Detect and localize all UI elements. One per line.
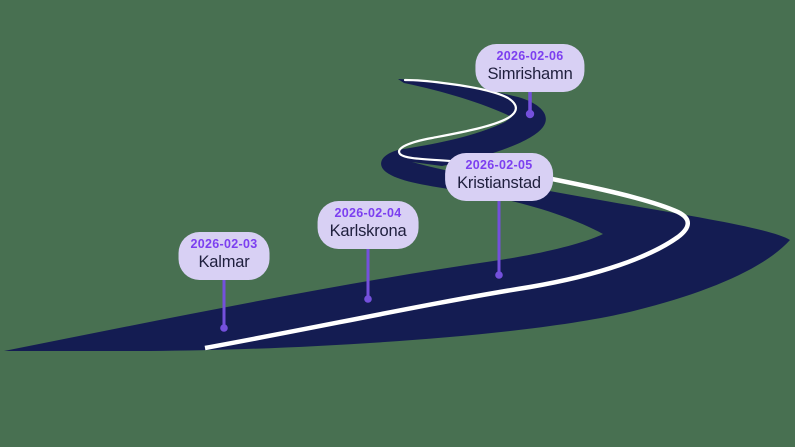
road-shape [4,79,790,351]
milestone-city: Karlskrona [329,222,407,240]
milestone-card-kalmar: 2026-02-03 Kalmar [178,232,270,280]
milestone-date: 2026-02-04 [334,206,402,220]
connector-dot-kristianstad [495,271,503,279]
milestone-city: Simrishamn [487,65,573,83]
milestone-date: 2026-02-06 [496,49,564,63]
connector-dot-simrishamn [525,109,535,119]
connector-dot-kalmar [220,324,228,332]
connector-dot-karlskrona [364,295,372,303]
milestone-city: Kristianstad [457,174,541,192]
road-center-line-lower [204,160,690,351]
milestone-city: Kalmar [198,253,250,271]
road-center-line-upper [397,78,517,164]
milestone-card-karlskrona: 2026-02-04 Karlskrona [317,201,419,249]
milestone-date: 2026-02-05 [465,158,533,172]
milestone-card-simrishamn: 2026-02-06 Simrishamn [475,44,585,92]
milestone-card-kristianstad: 2026-02-05 Kristianstad [445,153,553,201]
milestone-date: 2026-02-03 [190,237,258,251]
